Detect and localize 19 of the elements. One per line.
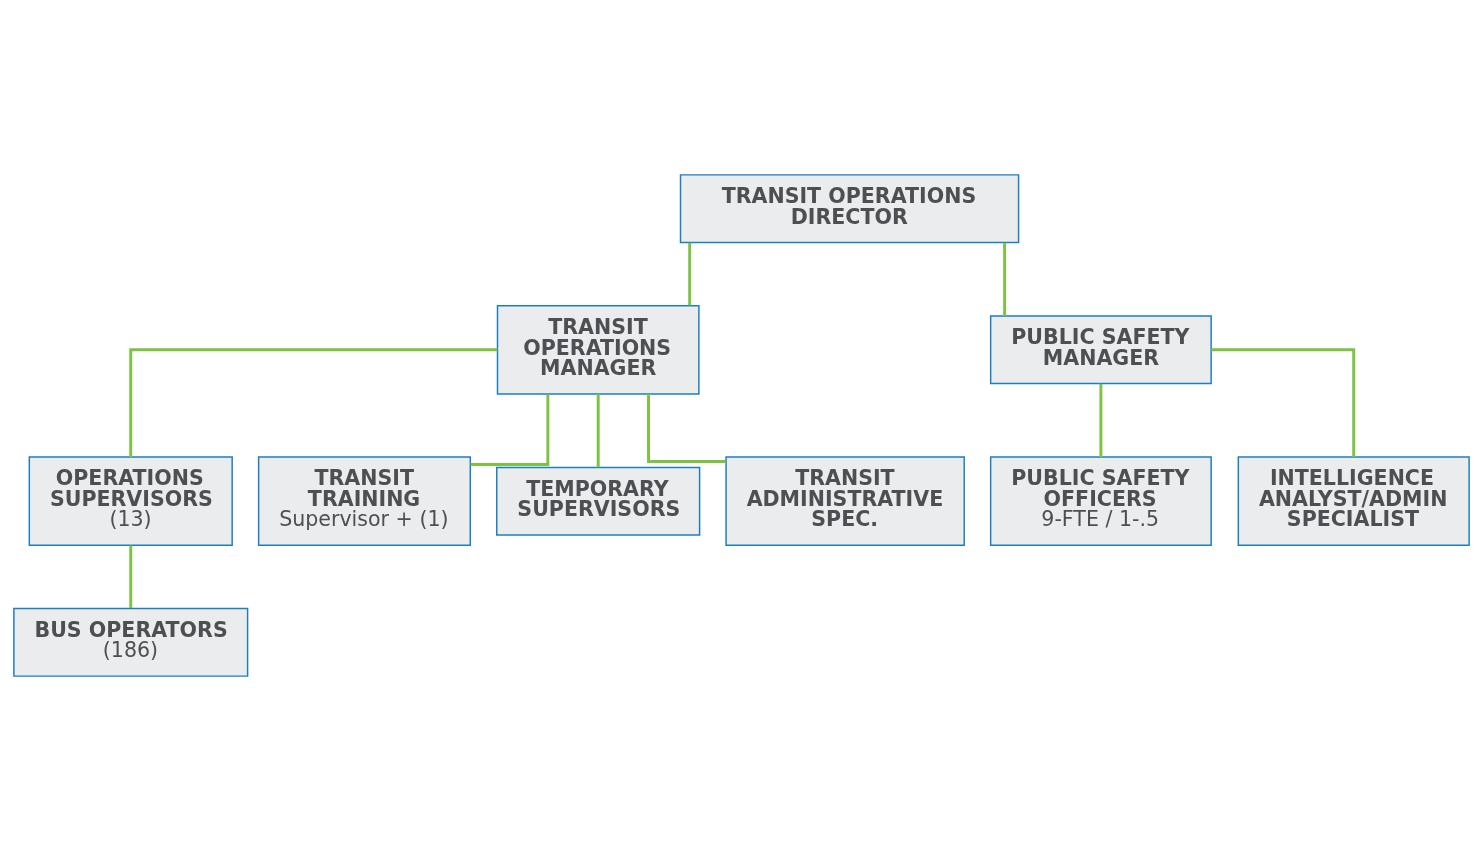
node-box: TRANSIT OPERATIONS MANAGER: [496, 304, 700, 395]
node-box: TRANSIT TRAINING Supervisor + (1): [257, 455, 472, 546]
connector: [129, 544, 133, 608]
node-box: PUBLIC SAFETY OFFICERS 9-FTE / 1-.5: [989, 455, 1212, 546]
connector: [647, 393, 726, 463]
connector: [688, 242, 692, 305]
node-box: INTELLIGENCE ANALYST/ADMIN SPECIALIST: [1237, 455, 1470, 546]
connector: [1003, 242, 1007, 316]
connector: [1099, 383, 1103, 457]
node-box: TRANSIT OPERATIONS DIRECTOR: [679, 173, 1020, 243]
node-box: BUS OPERATORS (186): [13, 607, 249, 677]
connector: [1211, 347, 1356, 457]
node-box: PUBLIC SAFETY MANAGER: [989, 314, 1212, 384]
node-box: TEMPORARY SUPERVISORS: [496, 466, 701, 536]
node-box: TRANSIT ADMINISTRATIVE SPEC.: [725, 455, 965, 546]
connector: [596, 393, 600, 467]
connector: [470, 393, 550, 466]
node-box: OPERATIONS SUPERVISORS (13): [28, 455, 233, 546]
connector: [129, 347, 498, 457]
